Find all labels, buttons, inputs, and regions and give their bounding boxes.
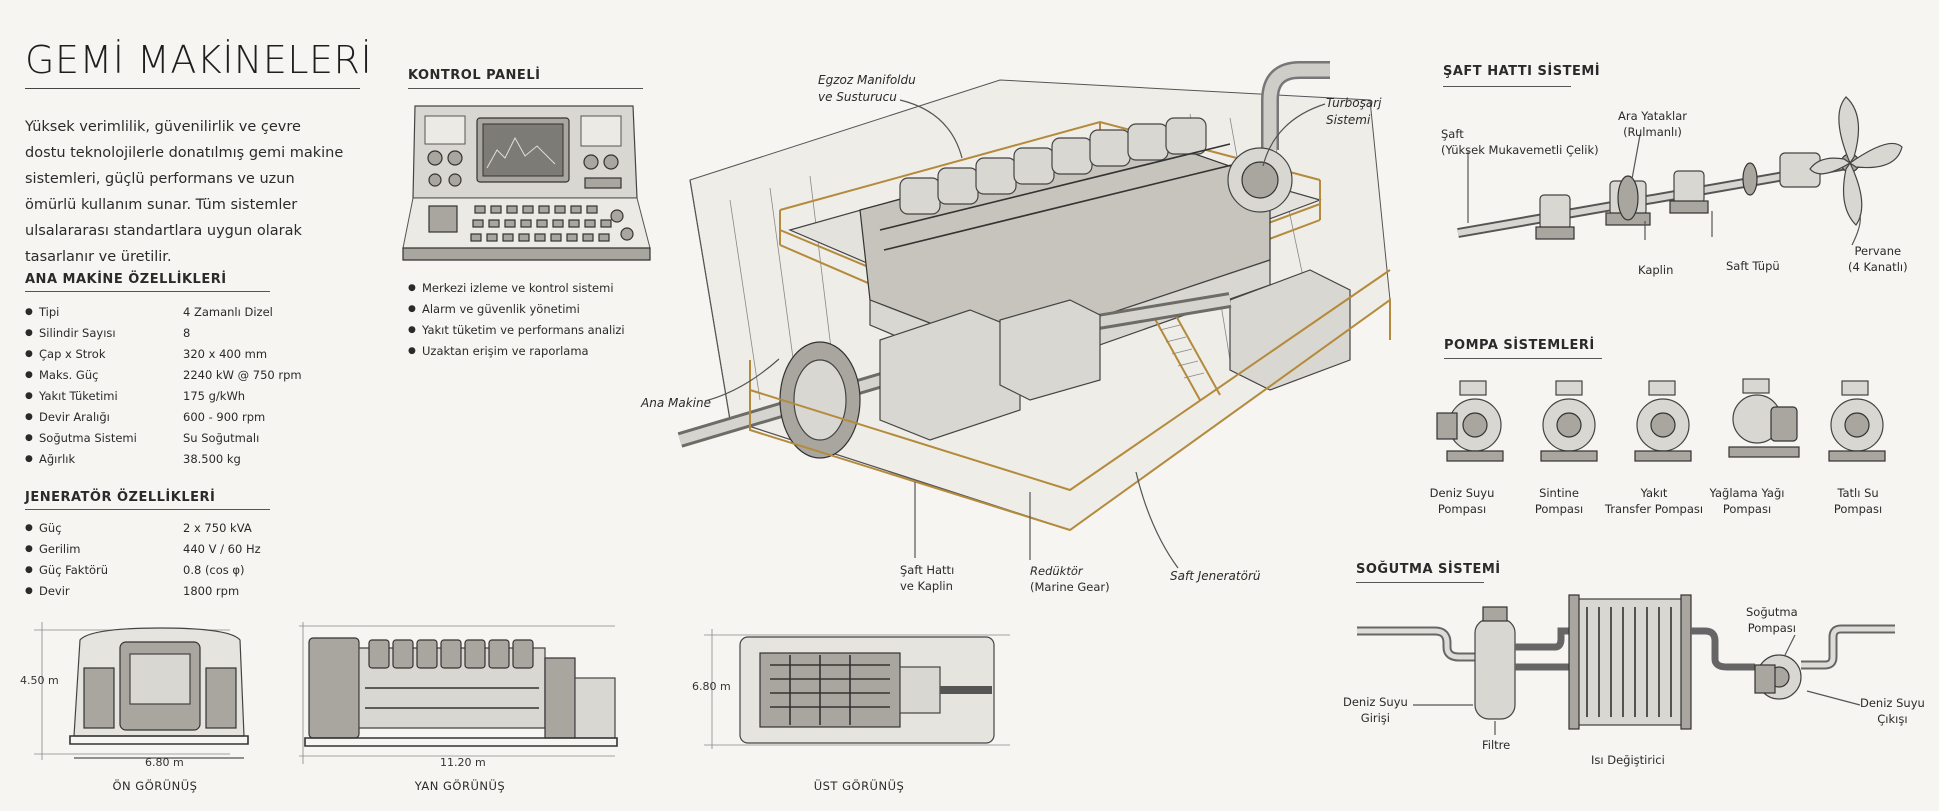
reducer-label: Redüktör(Marine Gear) [1030, 564, 1110, 594]
heat-exchanger-label: Isı Değiştirici [1591, 753, 1665, 767]
list-item: ●Uzaktan erişim ve raporlama [408, 343, 589, 358]
cooling-circuit-illustration [1357, 594, 1895, 735]
side-view-caption: YAN GÖRÜNÜŞ [414, 779, 506, 793]
list-item: ●Alarm ve güvenlik yönetimi [408, 301, 580, 316]
reducer-leader-line [1029, 492, 1031, 560]
list-item: ●Merkezi izleme ve kontrol sistemi [408, 280, 614, 295]
generator-heading: JENERATÖR ÖZELLİKLERİ [25, 490, 216, 505]
control-panel-divider [408, 88, 643, 89]
control-panel-feature-list: ●Merkezi izleme ve kontrol sistemi ●Alar… [408, 277, 668, 361]
top-view-caption: ÜST GÖRÜNÜŞ [813, 779, 905, 793]
pump-4 [1728, 378, 1800, 458]
shaft-label: Şaft(Yüksek Mukavemetli Çelik) [1441, 127, 1599, 157]
top-view-drawing [704, 629, 1010, 749]
pump-systems-divider [1444, 358, 1602, 359]
propeller-label: Pervane(4 Kanatlı) [1848, 244, 1908, 274]
shaft-leader-line [914, 482, 916, 558]
pumps-illustration [1436, 378, 1886, 462]
page-title: GEMİ MAKİNELERİ [25, 38, 373, 82]
intro-paragraph: Yüksek verimlilik, güvenilirlik ve çevre… [25, 119, 344, 265]
main-engine-label: Ana Makine [641, 396, 711, 410]
cooling-system-divider [1356, 582, 1484, 583]
shaft-system-divider [1443, 86, 1571, 87]
pump-systems-heading: POMPA SİSTEMLERİ [1444, 338, 1595, 353]
main-engine-leader-line [704, 358, 780, 402]
shaft-generator-label: Saft Jeneratörü [1170, 569, 1261, 583]
cooling-system-heading: SOĞUTMA SİSTEMİ [1356, 562, 1501, 577]
main-engine-divider [25, 291, 270, 292]
control-panel-heading: KONTROL PANELİ [408, 68, 541, 83]
front-view-drawing [34, 622, 249, 760]
coupling-label: Kaplin [1638, 263, 1674, 277]
list-item: ●Yakıt tüketim ve performans analizi [408, 322, 625, 337]
pump-1 [1436, 380, 1504, 462]
shaft-system-heading: ŞAFT HATTI SİSTEMİ [1443, 64, 1601, 79]
front-view-caption: ÖN GÖRÜNÜŞ [112, 779, 198, 793]
front-view-width-dim: 6.80 m [145, 756, 184, 769]
front-view-height-dim: 4.50 m [20, 674, 59, 687]
exhaust-leader-line [899, 99, 963, 159]
side-view-width-dim: 11.20 m [440, 756, 486, 769]
engine-room-illustration [677, 61, 1391, 532]
pump-5 [1828, 380, 1886, 462]
control-panel-illustration [402, 105, 651, 261]
main-engine-heading: ANA MAKİNE ÖZELLİKLERİ [25, 272, 227, 287]
pump-3 [1634, 380, 1692, 462]
shaft-generator-leader-line [1135, 471, 1179, 569]
turbo-leader-line [1262, 103, 1326, 167]
filter-label: Filtre [1482, 738, 1511, 752]
intermediate-bearings-label: Ara Yataklar(Rulmanlı) [1618, 109, 1687, 139]
generator-divider [25, 509, 270, 510]
shaft-tube-label: Saft Tüpü [1726, 259, 1780, 273]
pump-2 [1540, 380, 1598, 462]
title-divider [25, 88, 360, 89]
side-view-drawing [299, 622, 618, 764]
top-view-height-dim: 6.80 m [692, 680, 731, 693]
shaft-line-illustration [1457, 96, 1903, 246]
